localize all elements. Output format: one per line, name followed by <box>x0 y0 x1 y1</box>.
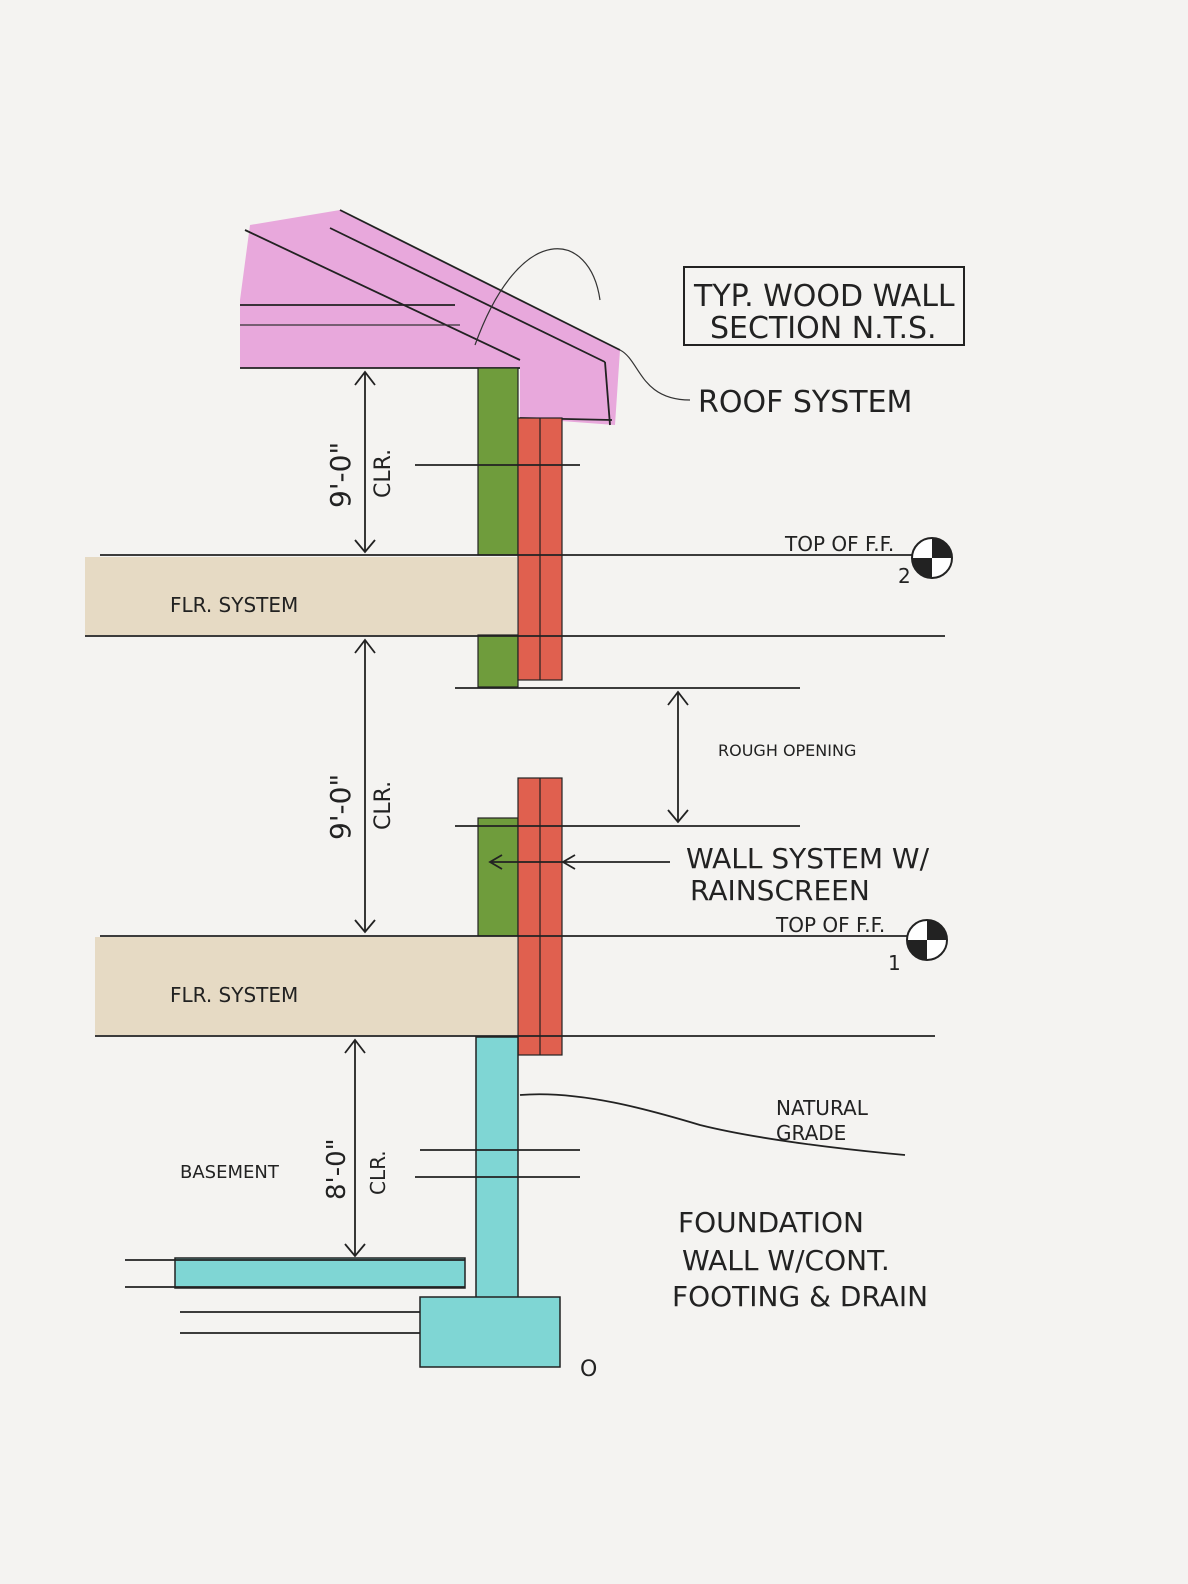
foundation <box>174 1036 561 1368</box>
flr-system-lower-label: FLR. SYSTEM <box>170 983 298 1007</box>
dimension-upper: 9'-0" CLR. <box>324 442 396 508</box>
dimension-upper-note: CLR. <box>371 449 396 498</box>
dimension-basement-note: CLR. <box>366 1150 390 1195</box>
top-ff-2-label: TOP OF F.F. <box>784 532 894 556</box>
datum-symbol-level-1 <box>906 919 948 961</box>
dimension-upper-value: 9'-0" <box>324 442 357 508</box>
flr-system-upper-label: FLR. SYSTEM <box>170 593 298 617</box>
level-lines <box>85 464 945 1334</box>
dimension-basement: 8'-0" CLR. <box>322 1138 390 1200</box>
title-line-1: TYP. WOOD WALL <box>693 279 955 314</box>
foundation-label-3: FOOTING & DRAIN <box>672 1280 928 1313</box>
drain-symbol: O <box>580 1357 597 1382</box>
title-box <box>683 266 965 346</box>
wall-studs <box>477 367 519 937</box>
dimension-middle-value: 9'-0" <box>324 774 357 840</box>
datum-symbol-level-2 <box>911 537 953 579</box>
wall-system-label-2: RAINSCREEN <box>690 874 870 907</box>
rainscreen <box>517 417 563 1056</box>
natural-grade-label-1: NATURAL <box>776 1096 869 1120</box>
title-line-2: SECTION N.T.S. <box>710 311 937 346</box>
level-1-label: 1 <box>888 951 901 975</box>
foundation-label-2: WALL W/CONT. <box>682 1244 890 1277</box>
roof-system-label: ROOF SYSTEM <box>698 385 912 420</box>
floor-system-lower <box>95 937 517 1035</box>
foundation-label-1: FOUNDATION <box>678 1206 864 1239</box>
level-2-label: 2 <box>898 564 911 588</box>
floor-system-upper <box>85 557 517 635</box>
labels: ROOF SYSTEM TOP OF F.F. 2 FLR. SYSTEM RO… <box>170 385 930 1382</box>
rough-opening-label: ROUGH OPENING <box>718 741 856 760</box>
dimension-lines <box>344 370 689 1258</box>
dimension-basement-value: 8'-0" <box>322 1138 352 1200</box>
basement-label: BASEMENT <box>180 1162 280 1183</box>
top-ff-1-label: TOP OF F.F. <box>775 913 885 937</box>
wall-system-label-1: WALL SYSTEM W/ <box>686 842 930 875</box>
dimension-middle-note: CLR. <box>371 781 396 830</box>
dimension-middle: 9'-0" CLR. <box>324 774 396 840</box>
roof-system <box>240 209 691 426</box>
natural-grade-label-2: GRADE <box>776 1121 846 1145</box>
